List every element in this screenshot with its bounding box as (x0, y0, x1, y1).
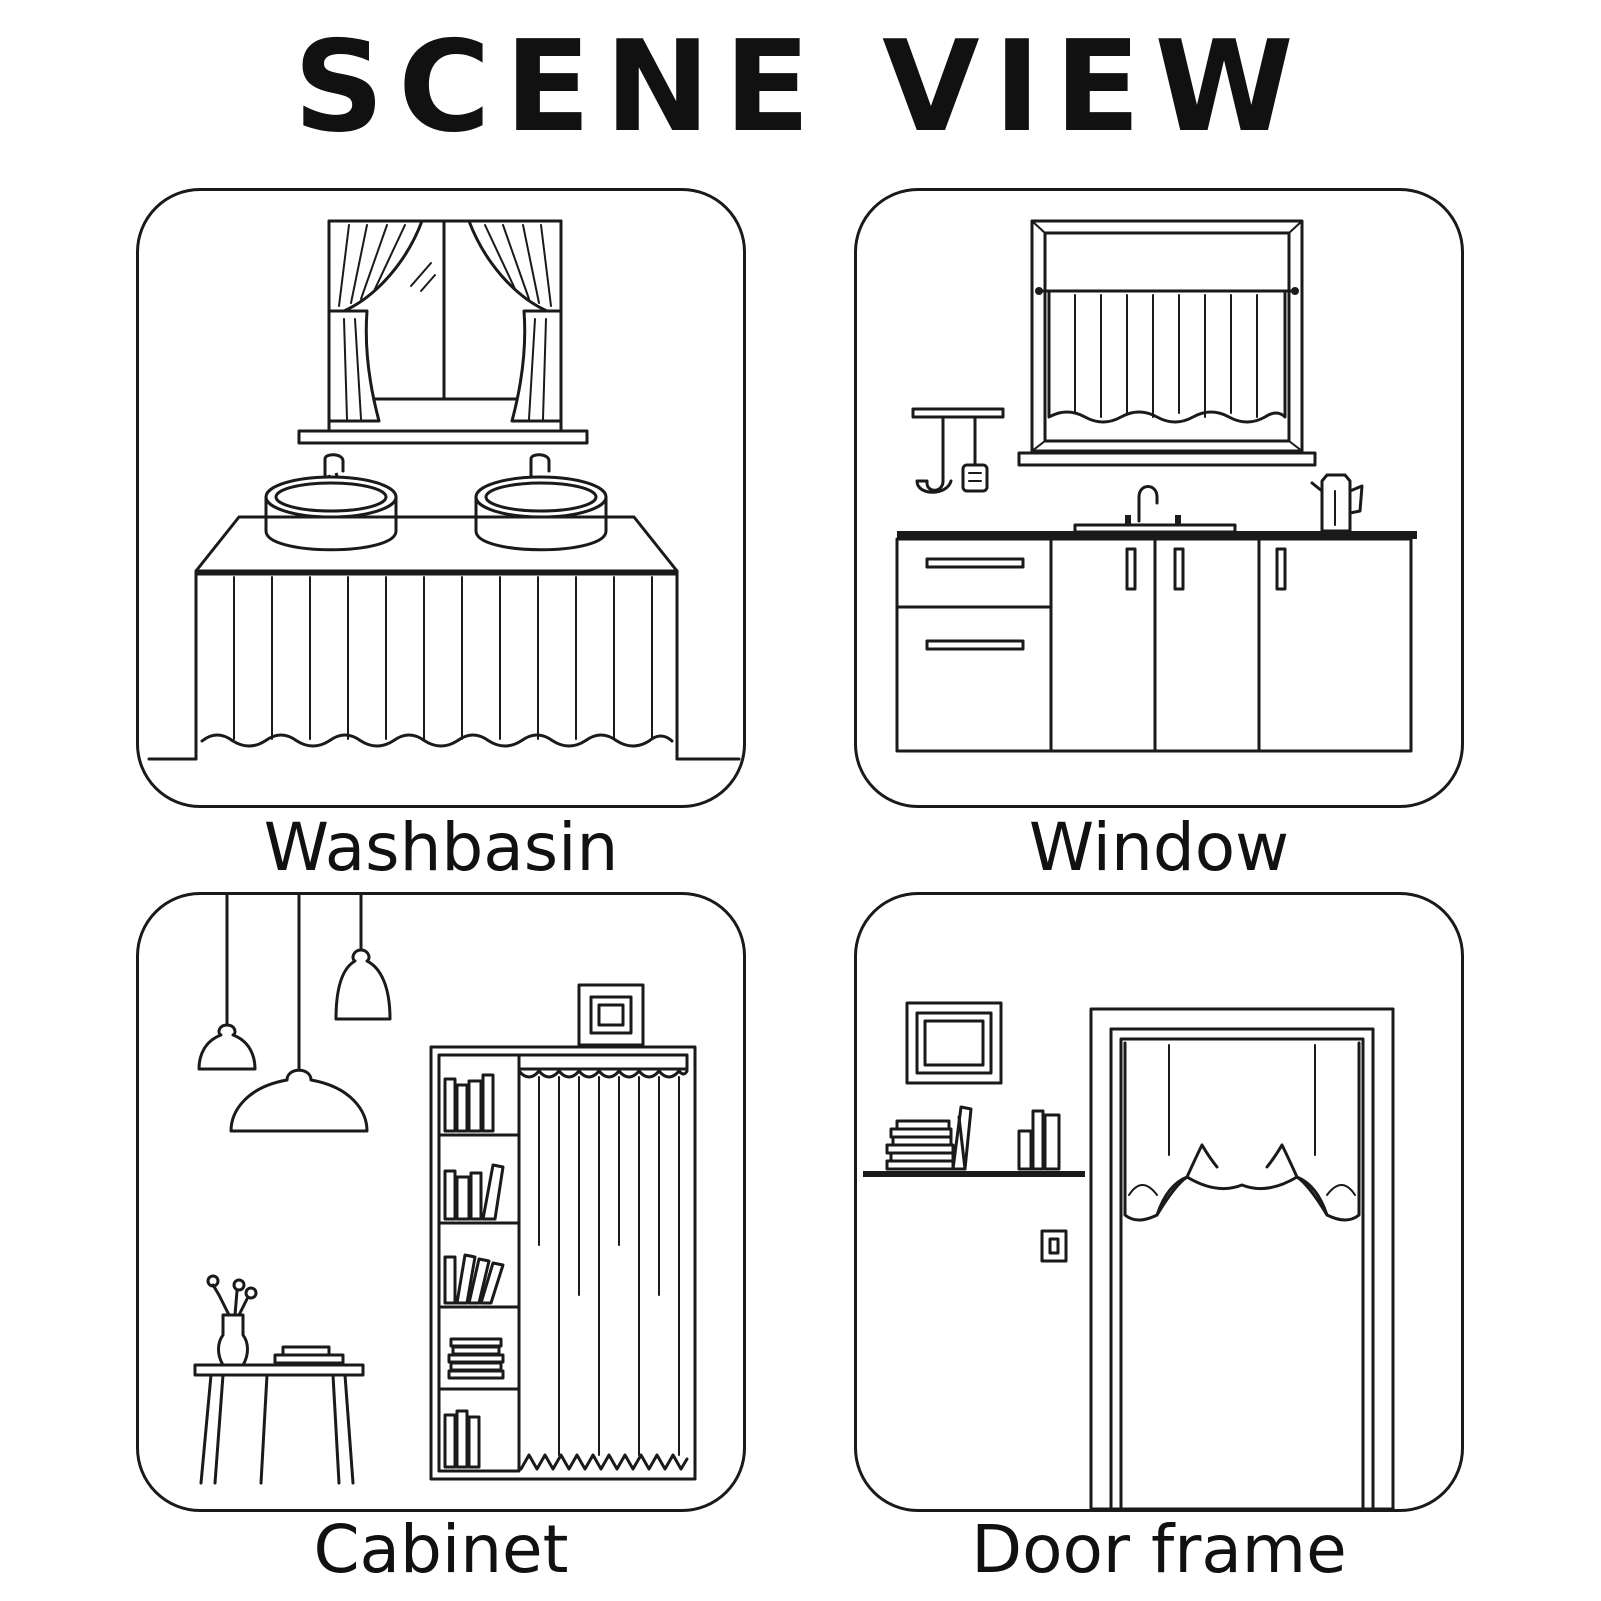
scene-card-washbasin (136, 188, 746, 808)
scene-label-door-frame: Door frame (971, 1511, 1347, 1588)
scene-label-window: Window (1028, 809, 1290, 886)
page-title: SCENE VIEW (293, 13, 1308, 160)
scene-label-washbasin: Washbasin (263, 809, 619, 886)
scene-card-cabinet (136, 892, 746, 1512)
scene-card-door-frame (854, 892, 1464, 1512)
kitchen-window-scene-icon (857, 191, 1417, 808)
cabinet-scene-icon (139, 895, 746, 1512)
washbasin-scene-icon (139, 191, 746, 808)
scene-label-cabinet: Cabinet (313, 1511, 569, 1588)
door-frame-scene-icon (863, 895, 1464, 1512)
scene-card-window (854, 188, 1464, 808)
